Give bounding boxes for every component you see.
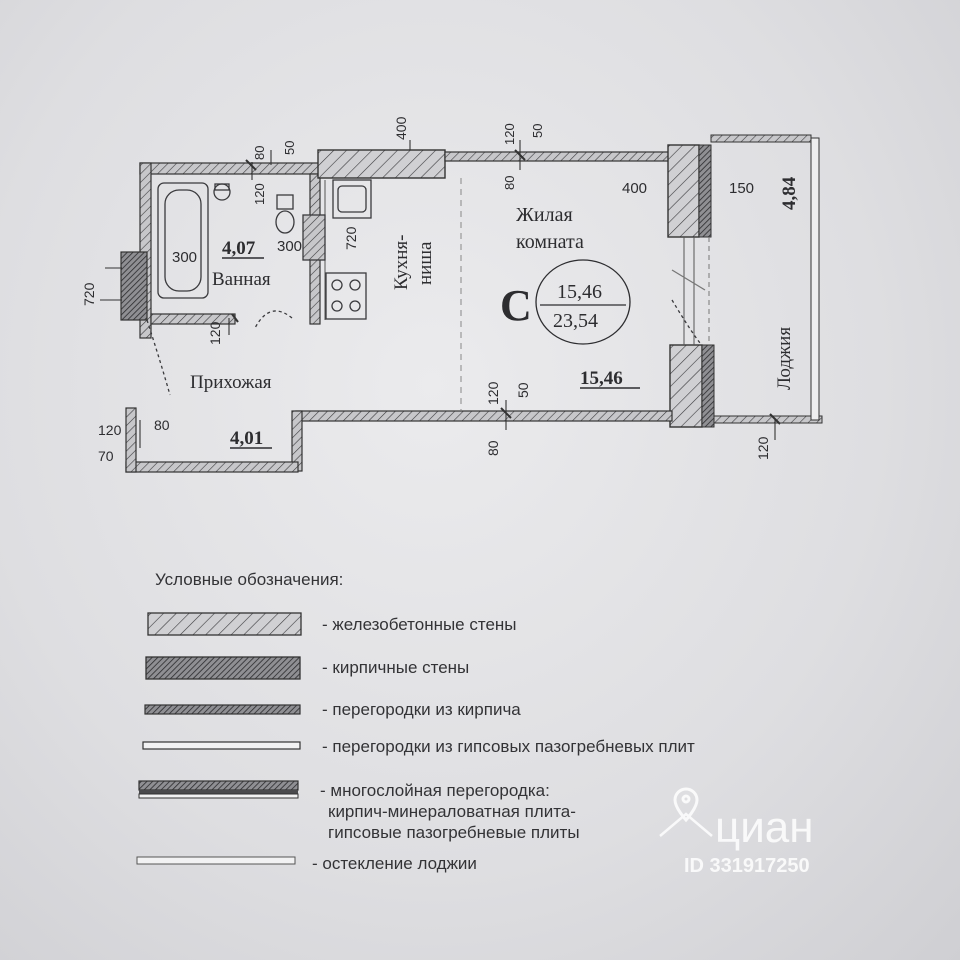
legend-item-glazing: - остекление лоджии: [312, 854, 477, 873]
dim-50-top: 50: [282, 141, 297, 155]
dim-80-left: 80: [154, 417, 170, 433]
legend-item-multilayer-2: кирпич-минераловатная плита-: [328, 802, 576, 821]
legend-swatch-multilayer: [138, 780, 299, 799]
living-room-label-2: комната: [516, 231, 584, 253]
bathroom-area: 4,07: [222, 238, 256, 259]
watermark-brand: циан: [715, 803, 814, 852]
location-pin-icon: [659, 787, 713, 837]
legend-item-brick: - кирпичные стены: [322, 658, 469, 677]
legend: Условные обозначения: - железобетонные с…: [136, 570, 695, 873]
dim-80-top2: 80: [502, 176, 517, 190]
apartment-total-area: 23,54: [553, 310, 598, 332]
dim-720-left: 720: [81, 282, 97, 306]
apartment-type-circle: [535, 259, 631, 345]
loggia-label: Лоджия: [774, 327, 795, 390]
legend-item-multilayer-3: гипсовые пазогребневые плиты: [328, 823, 580, 842]
bathroom-label: Ванная: [212, 269, 271, 290]
legend-item-multilayer-1: - многослойная перегородка:: [320, 781, 550, 800]
dim-300-b: 300: [277, 238, 302, 255]
legend-swatch-glazing: [136, 856, 296, 865]
dim-120-mid: 120: [485, 381, 501, 405]
dim-120-bath: 120: [207, 321, 223, 345]
legend-swatch-concrete: [147, 612, 302, 636]
dim-120-top2: 120: [502, 123, 517, 145]
kitchen-label-2: ниша: [415, 241, 436, 285]
hallway-area: 4,01: [230, 428, 263, 449]
watermark: циан ID 331917250: [659, 787, 814, 877]
apartment-living-area: 15,46: [557, 281, 602, 303]
dim-150-right: 150: [729, 180, 754, 197]
kitchen-label-1: Кухня-: [391, 235, 412, 290]
dim-70-left: 70: [98, 448, 114, 464]
watermark-id: ID 331917250: [684, 855, 810, 877]
apartment-type-letter: С: [500, 281, 532, 330]
legend-swatch-brick: [145, 656, 301, 680]
plan-fixtures: [146, 179, 706, 396]
loggia-area: 4,84: [779, 176, 800, 210]
legend-swatch-brick-partition: [144, 704, 301, 715]
legend-item-brick-partition: - перегородки из кирпича: [322, 700, 521, 719]
dim-80-mid: 80: [485, 440, 501, 456]
legend-title: Условные обозначения:: [155, 570, 343, 589]
dim-50-top2: 50: [530, 124, 545, 138]
dim-400-right: 400: [622, 180, 647, 197]
legend-swatch-gypsum: [142, 741, 301, 750]
plan-walls: [120, 134, 823, 473]
living-room-label-1: Жилая: [516, 204, 573, 226]
dim-80-top: 80: [252, 146, 267, 160]
dim-400-top: 400: [393, 116, 409, 140]
dim-120-loggia: 120: [755, 436, 771, 460]
dim-300-a: 300: [172, 249, 197, 266]
dimension-ticks: [100, 140, 781, 448]
dim-120-left: 120: [98, 422, 122, 438]
living-area: 15,46: [580, 368, 623, 389]
hallway-label: Прихожая: [190, 372, 272, 393]
legend-item-concrete: - железобетонные стены: [322, 615, 517, 634]
dim-120-top: 120: [252, 183, 267, 205]
dim-720-kitchen: 720: [343, 226, 359, 250]
dim-50-mid: 50: [515, 382, 531, 398]
legend-item-gypsum: - перегородки из гипсовых пазогребневых …: [322, 737, 695, 756]
